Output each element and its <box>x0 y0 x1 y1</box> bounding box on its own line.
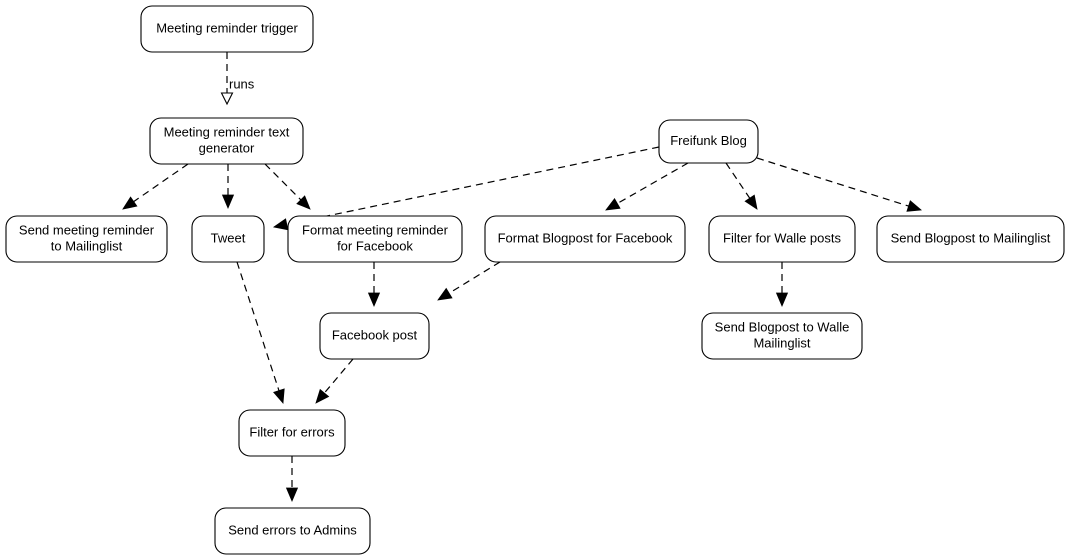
edge-trigger-runs-generator: runs <box>220 52 255 106</box>
arrowhead-icon <box>367 292 381 308</box>
edge-generator-to-tweet <box>221 164 235 210</box>
node-box[interactable] <box>5 215 168 263</box>
node-freifunk-blog[interactable]: Freifunk Blog <box>658 119 759 164</box>
edge-freifunk-to-filter-walle <box>725 162 758 210</box>
node-label: for Facebook <box>337 238 413 253</box>
arrowhead-icon <box>437 287 453 301</box>
edge-filter-errors-to-send-errors <box>285 456 299 503</box>
edge-facebook-post-to-filter-errors <box>315 358 354 404</box>
edge-line <box>323 358 354 394</box>
edge-line <box>286 146 660 225</box>
arrowhead-icon <box>272 218 289 231</box>
edge-generator-to-send-meeting-reminder <box>122 163 189 210</box>
edges-layer: runs <box>122 52 922 503</box>
edge-line <box>725 162 751 199</box>
node-box[interactable] <box>319 312 430 360</box>
arrowhead-icon <box>221 194 235 210</box>
node-label: Send meeting reminder <box>19 222 155 237</box>
node-label: Meeting reminder text <box>164 124 290 139</box>
node-box[interactable] <box>484 215 686 263</box>
node-label: Filter for Walle posts <box>723 230 841 245</box>
node-label: Mailinglist <box>753 335 810 350</box>
arrowhead-icon <box>122 196 138 210</box>
edge-line <box>756 157 909 207</box>
edge-line <box>264 163 302 201</box>
node-label: Filter for errors <box>249 424 335 439</box>
node-label: Tweet <box>211 230 246 245</box>
edge-line <box>133 163 189 203</box>
node-label: generator <box>199 140 255 155</box>
edge-line <box>616 162 689 205</box>
node-box[interactable] <box>238 409 346 457</box>
node-label: Meeting reminder trigger <box>156 20 298 35</box>
node-label: Format meeting reminder <box>302 222 449 237</box>
node-box[interactable] <box>191 215 265 263</box>
node-box[interactable] <box>658 119 759 164</box>
node-format-blogpost-for-facebook[interactable]: Format Blogpost for Facebook <box>484 215 686 263</box>
arrowhead-icon <box>744 194 758 210</box>
node-filter-for-errors[interactable]: Filter for errors <box>238 409 346 457</box>
arrowhead-icon <box>315 388 330 404</box>
edge-generator-to-format-meeting-reminder <box>264 163 311 210</box>
edge-freifunk-to-format-blogpost <box>605 162 689 211</box>
edge-line <box>236 261 280 391</box>
node-box[interactable] <box>140 5 314 53</box>
arrowhead-icon <box>906 200 922 212</box>
node-label: Facebook post <box>332 327 418 342</box>
arrowhead-icon <box>605 198 621 211</box>
edge-freifunk-to-tweet <box>272 146 660 231</box>
node-meeting-reminder-trigger[interactable]: Meeting reminder trigger <box>140 5 314 53</box>
node-box[interactable] <box>287 215 463 263</box>
node-box[interactable] <box>876 215 1065 263</box>
node-label: to Mailinglist <box>51 238 123 253</box>
node-label: Freifunk Blog <box>670 133 747 148</box>
node-tweet[interactable]: Tweet <box>191 215 265 263</box>
edge-label: runs <box>229 76 255 91</box>
arrowhead-icon <box>273 388 285 404</box>
arrowhead-icon <box>775 292 789 308</box>
node-box[interactable] <box>214 507 371 555</box>
arrowhead-icon <box>296 195 311 210</box>
node-send-errors-to-admins[interactable]: Send errors to Admins <box>214 507 371 555</box>
arrowhead-icon <box>220 92 234 106</box>
node-filter-for-walle-posts[interactable]: Filter for Walle posts <box>708 215 856 263</box>
node-box[interactable] <box>701 312 863 360</box>
edge-filter-walle-to-send-blogpost-walle <box>775 262 789 308</box>
arrowhead-icon <box>285 487 299 503</box>
edge-format-meeting-reminder-to-facebook-post <box>367 262 381 308</box>
node-label: Send Blogpost to Walle <box>715 319 850 334</box>
node-facebook-post[interactable]: Facebook post <box>319 312 430 360</box>
edge-format-blogpost-to-facebook-post <box>437 261 501 301</box>
node-label: Send errors to Admins <box>228 522 357 537</box>
node-box[interactable] <box>708 215 856 263</box>
node-label: Send Blogpost to Mailinglist <box>891 230 1051 245</box>
edge-tweet-to-filter-errors <box>236 261 285 404</box>
node-label: Format Blogpost for Facebook <box>498 230 673 245</box>
node-box[interactable] <box>149 117 304 165</box>
edge-line <box>448 261 501 294</box>
edge-freifunk-to-send-blogpost-mailinglist <box>756 157 922 212</box>
node-send-blogpost-to-mailinglist[interactable]: Send Blogpost to Mailinglist <box>876 215 1065 263</box>
